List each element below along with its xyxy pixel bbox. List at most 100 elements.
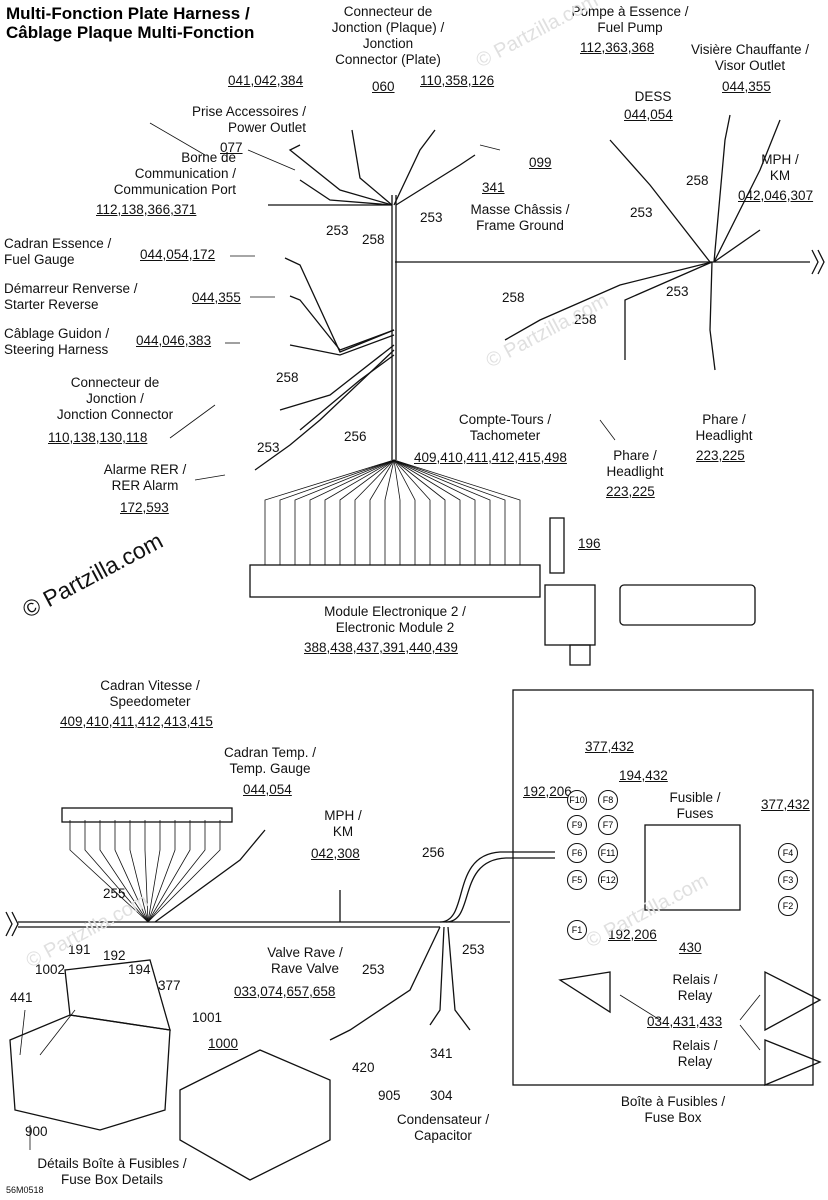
- part-number: 044,046,383: [136, 333, 212, 348]
- callout: 194: [128, 962, 151, 977]
- part-number: 044,355: [192, 290, 241, 305]
- part-number: 377,432: [585, 739, 634, 754]
- part-number: 044,054: [624, 107, 673, 122]
- fuse-marker: F6: [567, 843, 587, 863]
- callout: 377: [158, 978, 181, 993]
- fuse-marker: F11: [598, 843, 618, 863]
- callout: 253: [362, 962, 385, 977]
- part-number: 192,206: [608, 927, 657, 942]
- fuse-marker: F7: [598, 815, 618, 835]
- break-symbol-right: [811, 249, 825, 275]
- label-relay-bottom: Relais / Relay: [672, 1038, 718, 1069]
- speedometer-connector: [61, 807, 233, 823]
- label-power-outlet: Prise Accessoires / Power Outlet: [191, 104, 306, 135]
- title-line-1: Multi-Fonction Plate Harness /: [6, 4, 250, 23]
- callout: 441: [10, 990, 33, 1005]
- fuse-marker: F10: [567, 790, 587, 810]
- label-rer-alarm: Alarme RER / RER Alarm: [103, 462, 187, 493]
- fuse-box-cover: [179, 1049, 331, 1181]
- part-number: 041,042,384: [228, 73, 304, 88]
- fuse-box-lid: [64, 959, 171, 1031]
- part-number: 430: [679, 940, 702, 955]
- callout: 256: [344, 429, 367, 444]
- fuse-marker: F3: [778, 870, 798, 890]
- part-number: 409,410,411,412,415,498: [414, 450, 567, 465]
- part-number: 042,308: [311, 846, 360, 861]
- label-speedometer: Cadran Vitesse / Speedometer: [100, 678, 200, 709]
- callout: 905: [378, 1088, 401, 1103]
- relay-left: [558, 971, 611, 1014]
- title-line-2: Câblage Plaque Multi-Fonction: [6, 23, 255, 42]
- fuse-marker: F12: [598, 870, 618, 890]
- label-relay-top: Relais / Relay: [672, 972, 718, 1003]
- callout: 256: [422, 845, 445, 860]
- label-mph-km-top: MPH / KM: [761, 152, 799, 183]
- label-steering-harness: Câblage Guidon / Steering Harness: [4, 326, 110, 357]
- callout: 258: [276, 370, 299, 385]
- label-headlight-left: Phare / Headlight: [606, 448, 664, 479]
- part-number: 223,225: [696, 448, 745, 463]
- break-symbol-left: [5, 911, 19, 937]
- label-fuel-gauge: Cadran Essence / Fuel Gauge: [4, 236, 112, 267]
- callout: 253: [666, 284, 689, 299]
- relay-right-top: [764, 970, 822, 1032]
- callout: 253: [420, 210, 443, 225]
- label-starter-reverse: Démarreur Renverse / Starter Reverse: [4, 281, 138, 312]
- label-dess: DESS: [634, 89, 672, 104]
- part-number: 044,355: [722, 79, 771, 94]
- callout: 304: [430, 1088, 453, 1103]
- part-number: 044,054,172: [140, 247, 216, 262]
- fuse-box-body: [9, 1014, 171, 1131]
- part-number: 042,046,307: [738, 188, 814, 203]
- label-tachometer: Compte-Tours / Tachometer: [458, 412, 552, 443]
- part-number: 112,138,366,371: [96, 202, 197, 217]
- electronic-module-connector: [249, 564, 541, 598]
- label-fuse-box: Boîte à Fusibles / Fuse Box: [620, 1094, 726, 1125]
- fuse-marker: F4: [778, 843, 798, 863]
- part-number: 172,593: [120, 500, 169, 515]
- label-jonction-connector: Connecteur de Jonction / Jonction Connec…: [56, 375, 174, 422]
- fuse-marker: F2: [778, 896, 798, 916]
- label-capacitor: Condensateur / Capacitor: [396, 1112, 490, 1143]
- part-number: 341: [482, 180, 505, 195]
- label-visor-outlet: Visière Chauffante / Visor Outlet: [690, 42, 810, 73]
- part-number: 110,358,126: [420, 73, 495, 88]
- part-number: 196: [578, 536, 601, 551]
- callout: 420: [352, 1060, 375, 1075]
- callout: 258: [574, 312, 597, 327]
- label-fuel-pump: Pompe à Essence / Fuel Pump: [571, 4, 689, 35]
- part-number: 060: [372, 79, 395, 94]
- diagram-title: Multi-Fonction Plate Harness / Câblage P…: [6, 4, 254, 42]
- part-number: 110,138,130,118: [48, 430, 148, 445]
- callout: 192: [103, 948, 126, 963]
- callout: 191: [68, 942, 91, 957]
- fuse-marker: F8: [598, 790, 618, 810]
- label-fuses: Fusible / Fuses: [669, 790, 721, 821]
- fuse-marker: F1: [567, 920, 587, 940]
- relay-right-bottom: [764, 1039, 822, 1086]
- fuse-marker: F5: [567, 870, 587, 890]
- callout: 253: [257, 440, 280, 455]
- part-number: 409,410,411,412,413,415: [60, 714, 213, 729]
- figure-code: 56M0518: [6, 1185, 44, 1195]
- callout: 258: [686, 173, 709, 188]
- callout: 1002: [35, 962, 66, 977]
- part-number: 1000: [208, 1036, 239, 1051]
- label-mph-km-bottom: MPH / KM: [324, 808, 362, 839]
- part-number: 077: [220, 140, 243, 155]
- label-communication-port: Borne de Communication / Communication P…: [113, 150, 236, 197]
- part-number: 192,206: [523, 784, 572, 799]
- part-number: 099: [529, 155, 552, 170]
- part-number: 034,431,433: [647, 1014, 723, 1029]
- callout: 258: [502, 290, 525, 305]
- callout: 341: [430, 1046, 453, 1061]
- callout: 253: [326, 223, 349, 238]
- part-number: 112,363,368: [580, 40, 655, 55]
- label-headlight-right: Phare / Headlight: [695, 412, 753, 443]
- callout: 253: [630, 205, 653, 220]
- probe-196: [549, 517, 565, 574]
- callout: 258: [362, 232, 385, 247]
- part-number: 377,432: [761, 797, 810, 812]
- label-rave-valve: Valve Rave / Rave Valve: [267, 945, 343, 976]
